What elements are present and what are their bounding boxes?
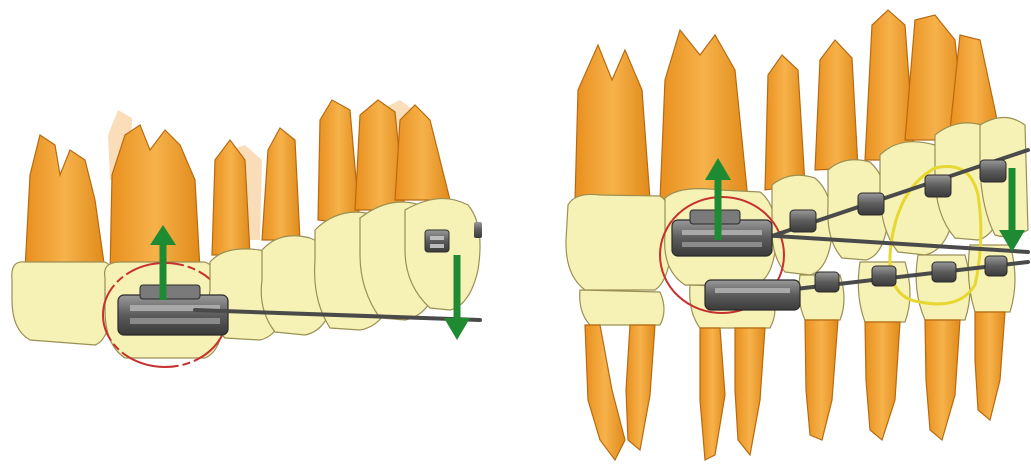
bracket-icon xyxy=(790,210,816,232)
bracket-icon xyxy=(980,160,1006,182)
lower-molar-tube-icon xyxy=(705,280,800,310)
bracket-icon xyxy=(985,256,1007,276)
bracket-icon xyxy=(815,272,839,292)
molar-tooth-1 xyxy=(12,135,114,345)
bracket-icon xyxy=(872,266,896,286)
right-panel xyxy=(566,10,1028,460)
bracket-icon xyxy=(925,175,951,197)
bracket-icon xyxy=(932,262,956,282)
bracket-icon xyxy=(858,193,884,215)
left-panel xyxy=(12,100,482,367)
lower-roots xyxy=(585,312,1005,460)
